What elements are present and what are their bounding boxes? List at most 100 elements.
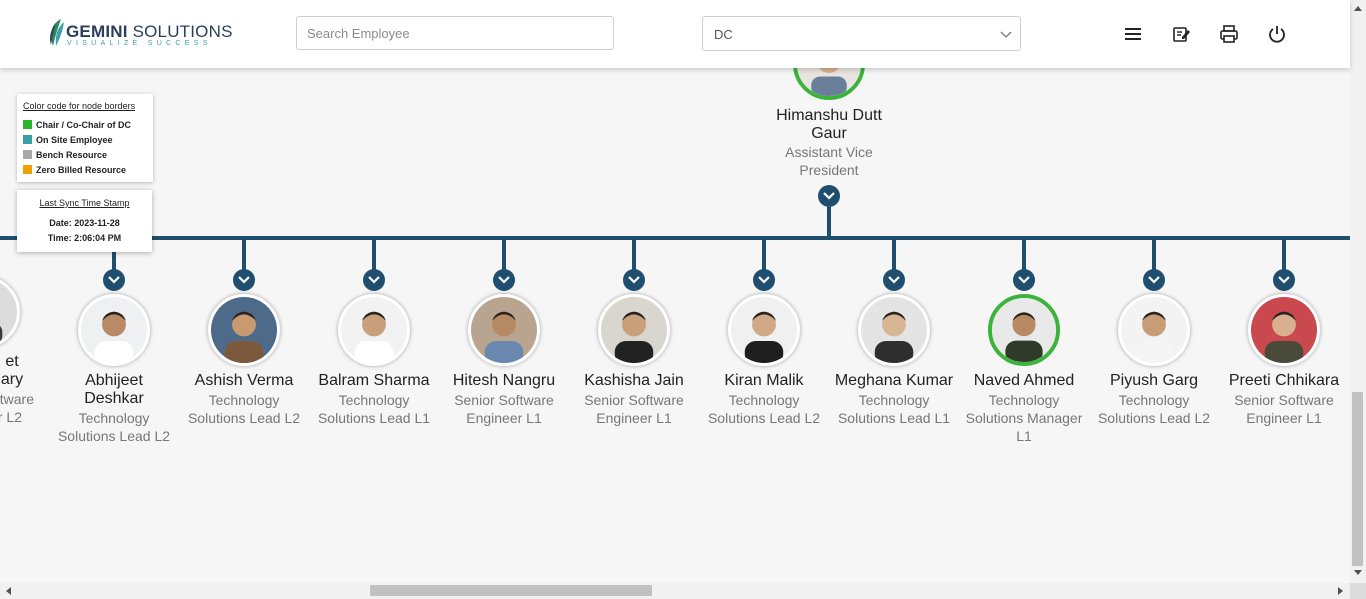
employee-title: Solutions Lead L2 [707, 410, 821, 426]
employee-expand-toggle[interactable] [1143, 269, 1165, 291]
employee-connector [1022, 238, 1026, 270]
employee-connector [502, 238, 506, 270]
chevron-down-icon [368, 276, 380, 284]
person-photo-icon [81, 297, 147, 363]
vertical-scrollbar[interactable] [1350, 0, 1366, 583]
logo-tagline: VISUALIZE SUCCESS [67, 40, 212, 47]
manager-name-line2: Gaur [811, 125, 847, 142]
person-photo-icon [211, 297, 277, 363]
scroll-right-arrow-icon[interactable] [1338, 587, 1343, 595]
logo-text: GEMINI SOLUTIONS [66, 22, 233, 41]
employee-title: Technology [78, 410, 150, 426]
employee-title: Solutions Lead L1 [837, 410, 951, 426]
person-photo-icon [601, 297, 667, 363]
employee-expand-toggle[interactable] [103, 269, 125, 291]
employee-connector [112, 238, 116, 270]
employee-expand-toggle[interactable] [233, 269, 255, 291]
employee-connector [1152, 238, 1156, 270]
employee-title: Senior Software [1234, 392, 1334, 408]
employee-title: Technology [1118, 392, 1190, 408]
horizontal-scroll-thumb[interactable] [370, 585, 652, 596]
power-icon[interactable] [1267, 24, 1287, 44]
employee-avatar[interactable] [468, 294, 540, 366]
manager-title-line2: President [799, 162, 859, 178]
employee-name: Piyush Garg [1109, 372, 1199, 389]
employee-title: Solutions Lead L2 [57, 428, 171, 444]
edit-note-icon[interactable] [1171, 24, 1191, 44]
dc-select[interactable]: DC [702, 16, 1021, 51]
last-sync-panel: Last Sync Time Stamp Date: 2023-11-28 Ti… [17, 190, 152, 252]
employee-title: Solutions Manager [965, 410, 1083, 426]
employee-expand-toggle[interactable] [493, 269, 515, 291]
employee-name: Kiran Malik [724, 372, 804, 389]
horizontal-scrollbar[interactable] [0, 583, 1350, 599]
employee-expand-toggle[interactable] [883, 269, 905, 291]
legend-item-chair: Chair / Co-Chair of DC [23, 120, 131, 130]
person-photo-icon [341, 297, 407, 363]
chevron-down-icon [238, 276, 250, 284]
employee-expand-toggle[interactable] [363, 269, 385, 291]
employee-expand-toggle[interactable] [1273, 269, 1295, 291]
chevron-down-icon [758, 276, 770, 284]
chevron-down-icon [108, 276, 120, 284]
chevron-down-icon [1018, 276, 1030, 284]
person-photo-icon [1251, 297, 1317, 363]
employee-expand-toggle[interactable] [623, 269, 645, 291]
employee-avatar[interactable] [1118, 294, 1190, 366]
border-color-legend: Color code for node borders Chair / Co-C… [17, 94, 153, 182]
vertical-scroll-thumb[interactable] [1352, 392, 1363, 566]
partial-employee-name-line2: ary [0, 371, 24, 388]
employee-title: Technology [208, 392, 280, 408]
employee-connector [762, 238, 766, 270]
employee-avatar[interactable] [988, 294, 1060, 366]
employee-name: Balram Sharma [318, 372, 430, 389]
employee-name: Ashish Verma [194, 372, 294, 389]
employee-avatar[interactable] [598, 294, 670, 366]
employee-avatar[interactable] [338, 294, 410, 366]
search-employee-input[interactable] [296, 16, 614, 50]
employee-name: Deshkar [84, 390, 144, 407]
chevron-down-icon [823, 192, 835, 200]
employee-title: Senior Software [454, 392, 554, 408]
employee-avatar[interactable] [1248, 294, 1320, 366]
person-photo-icon [471, 297, 537, 363]
person-photo-icon [992, 298, 1056, 362]
sync-heading: Last Sync Time Stamp [39, 198, 130, 208]
scroll-up-arrow-icon[interactable] [1354, 6, 1362, 11]
employee-name: Naved Ahmed [973, 372, 1075, 389]
org-connector-line [0, 236, 1350, 240]
chevron-down-icon [1278, 276, 1290, 284]
menu-icon[interactable] [1123, 24, 1143, 44]
partial-employee-avatar[interactable] [0, 276, 20, 348]
chevron-down-icon [628, 276, 640, 284]
legend-item-onsite: On Site Employee [23, 135, 113, 145]
sync-date: Date: 2023-11-28 [49, 218, 120, 228]
chevron-down-icon [498, 276, 510, 284]
legend-item-bench: Bench Resource [23, 150, 107, 160]
scrollbar-corner [1350, 583, 1366, 599]
employee-connector [242, 238, 246, 270]
employee-title: Technology [728, 392, 800, 408]
scroll-left-arrow-icon[interactable] [6, 587, 11, 595]
green-swatch [23, 120, 32, 129]
employee-avatar[interactable] [728, 294, 800, 366]
scroll-down-arrow-icon[interactable] [1354, 570, 1362, 575]
manager-connector [827, 207, 831, 238]
employee-expand-toggle[interactable] [1013, 269, 1035, 291]
chevron-down-icon [1148, 276, 1160, 284]
partial-employee-title-line2: r L2 [0, 409, 22, 425]
employee-name: Kashisha Jain [584, 372, 684, 389]
gemini-logo[interactable]: GEMINI SOLUTIONS VISUALIZE SUCCESS [47, 18, 232, 50]
gray-swatch [23, 150, 32, 159]
employee-avatar[interactable] [858, 294, 930, 366]
employee-name: Abhijeet [85, 372, 143, 389]
chevron-down-icon [888, 276, 900, 284]
teal-swatch [23, 135, 32, 144]
employee-avatar[interactable] [208, 294, 280, 366]
employee-title: Solutions Lead L1 [317, 410, 431, 426]
employee-connector [632, 238, 636, 270]
manager-collapse-toggle[interactable] [818, 185, 840, 207]
employee-expand-toggle[interactable] [753, 269, 775, 291]
print-icon[interactable] [1219, 24, 1239, 44]
employee-avatar[interactable] [78, 294, 150, 366]
